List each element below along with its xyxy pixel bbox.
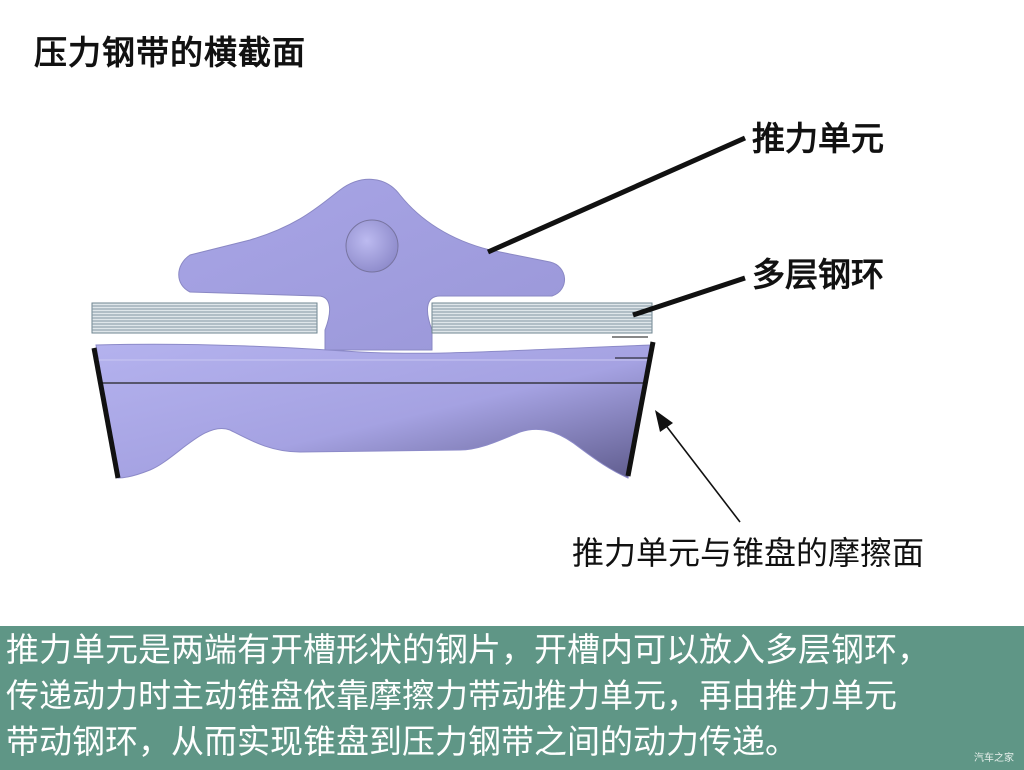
caption-line-3: 带动钢环，从而实现锥盘到压力钢带之间的动力传递。 (6, 722, 798, 761)
right-friction-edge (625, 341, 656, 477)
friction-arrow-head (655, 410, 673, 432)
caption-box: 推力单元是两端有开槽形状的钢片，开槽内可以放入多层钢环， 传递动力时主动锥盘依靠… (0, 626, 1024, 770)
label-multilayer-rings: 多层钢环 (752, 255, 884, 294)
element-pin (345, 219, 399, 273)
right-ring-stack (431, 302, 653, 334)
left-friction-edge (91, 347, 121, 479)
caption-line-1: 推力单元是两端有开槽形状的钢片，开槽内可以放入多层钢环， (6, 630, 930, 669)
label-friction-surface: 推力单元与锥盘的摩擦面 (572, 534, 925, 572)
left-ring-stack (91, 302, 318, 334)
rings-leader (632, 275, 746, 318)
page-title: 压力钢带的横截面 (34, 33, 306, 72)
caption-line-2: 传递动力时主动锥盘依靠摩擦力带动推力单元，再由推力单元 (6, 676, 897, 715)
thrust-unit-leader (486, 135, 747, 255)
label-thrust-unit: 推力单元 (752, 119, 884, 158)
thrust-element-body (95, 343, 653, 479)
friction-arrow-line (663, 422, 741, 523)
watermark: 汽车之家 (974, 753, 1014, 764)
belt-cross-section-diagram (91, 135, 747, 523)
